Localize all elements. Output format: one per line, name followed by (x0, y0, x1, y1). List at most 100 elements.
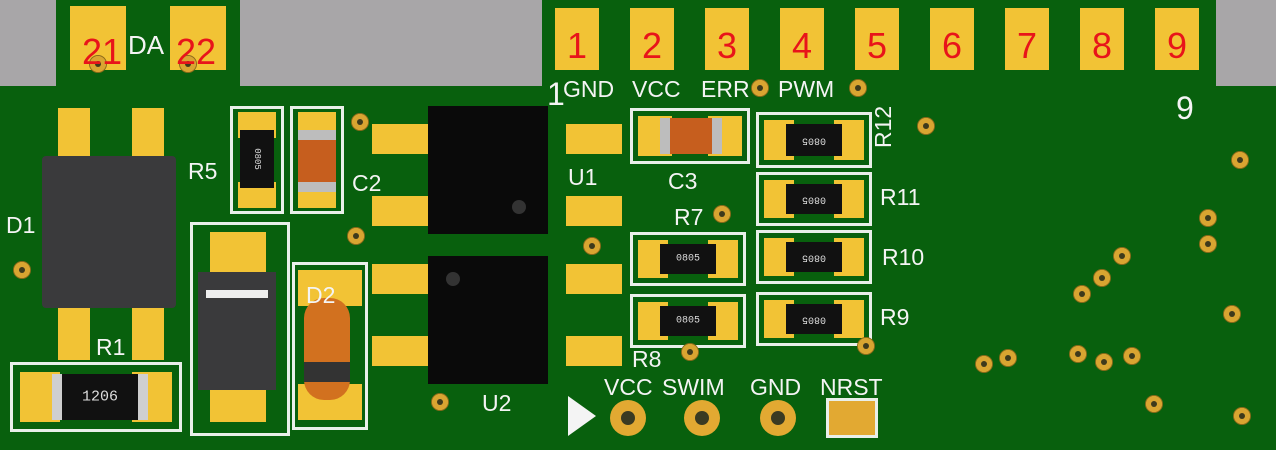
c2-outline (290, 106, 344, 214)
conn-pad-8 (1080, 8, 1124, 70)
r11-marking: 0805 (802, 193, 827, 205)
via-c2 (352, 114, 368, 130)
designator-r9: R9 (880, 304, 910, 330)
da-pad-22 (170, 6, 226, 70)
r11-body: 0805 (786, 184, 842, 214)
r9-body: 0805 (786, 304, 842, 334)
via-5 (1094, 270, 1110, 286)
da-via-22 (180, 56, 196, 72)
d2-cathode-band (304, 362, 350, 382)
r7-marking: 0805 (675, 253, 700, 265)
u2-pad-2 (372, 336, 428, 366)
conn-pad-6 (930, 8, 974, 70)
r7-body: 0805 (660, 244, 716, 274)
da-via-21 (90, 56, 106, 72)
via-3 (1200, 236, 1216, 252)
via-r8 (682, 344, 698, 360)
r12-marking: 0805 (802, 134, 827, 146)
u-left-band (206, 290, 268, 298)
pin-number-3: 3 (716, 25, 738, 66)
via-12 (1124, 348, 1140, 364)
pin-number-5: 5 (866, 25, 888, 66)
swd-label-nrst: NRST (820, 374, 883, 400)
designator-r8: R8 (632, 346, 662, 372)
u2-pin1-dot (446, 272, 460, 286)
conn-pad-5 (855, 8, 899, 70)
r1-marking: 1206 (81, 388, 118, 406)
r9-marking: 0805 (802, 313, 827, 325)
u2-pad-1 (372, 264, 428, 294)
designator-u1: U1 (568, 164, 598, 190)
conn-pad-2 (630, 8, 674, 70)
via-13 (1146, 396, 1162, 412)
via-r12-b (850, 80, 866, 96)
swd-pad-vcc (610, 400, 646, 436)
designator-r11: R11 (880, 184, 921, 210)
via-4 (1114, 248, 1130, 264)
designator-r10: R10 (882, 244, 925, 270)
r8-body: 0805 (660, 306, 716, 336)
d2-body (304, 298, 350, 400)
r5-marking: 0805 (252, 148, 262, 170)
r7-outline (630, 232, 746, 286)
r1-body: 1206 (52, 374, 148, 420)
c3-outline (630, 108, 750, 164)
swd-pad-gnd (760, 400, 796, 436)
d1-pad-bottom-left (58, 300, 90, 360)
pcb-board-right (1210, 86, 1276, 450)
conn-pad-9 (1155, 8, 1199, 70)
r9-outline (756, 292, 872, 346)
designator-u2: U2 (482, 390, 512, 416)
c3-body (660, 118, 722, 154)
via-r9 (858, 338, 874, 354)
designator-r12: R12 (870, 105, 896, 148)
via-c3 (752, 80, 768, 96)
designator-c3: C3 (668, 168, 698, 194)
via-d1 (14, 262, 30, 278)
swd-pad-nrst (826, 398, 878, 438)
d1-body (42, 156, 176, 308)
label-vcc: VCC (632, 76, 681, 102)
pin-number-9: 9 (1166, 25, 1188, 66)
via-7 (1224, 306, 1240, 322)
swd-label-gnd: GND (750, 374, 802, 400)
r8-marking: 0805 (675, 315, 700, 327)
via-9 (1000, 350, 1016, 366)
u-left-pad-top (210, 232, 266, 272)
via-c2-b (348, 228, 364, 244)
pin-number-1: 1 (566, 25, 588, 66)
pin-number-7: 7 (1016, 25, 1038, 66)
pin9-marker: 9 (1176, 90, 1194, 126)
pin1-marker: 1 (547, 76, 565, 112)
d2-outline (292, 262, 368, 430)
via-8 (976, 356, 992, 372)
swd-label-vcc: VCC (604, 374, 653, 400)
designator-r5: R5 (188, 158, 218, 184)
designator-d1: D1 (6, 212, 36, 238)
da-pin-number-22: 22 (175, 31, 217, 72)
via-14 (1234, 408, 1250, 424)
designator-r7: R7 (674, 204, 704, 230)
via-11 (1096, 354, 1112, 370)
u1-pad-1 (372, 124, 428, 154)
conn-pad-1 (555, 8, 599, 70)
label-gnd: GND (563, 76, 615, 102)
u1-pad-3 (566, 124, 622, 154)
da-pin-number-21: 21 (81, 31, 123, 72)
conn-pad-4 (780, 8, 824, 70)
r5-body: 0805 (240, 130, 274, 188)
designator-c2: C2 (352, 170, 382, 196)
pin-number-2: 2 (641, 25, 663, 66)
designator-r1: R1 (96, 334, 126, 360)
r1-outline (10, 362, 182, 432)
u1-pad-2 (372, 196, 428, 226)
label-pwm: PWM (778, 76, 835, 102)
u2-pad-4 (566, 336, 622, 366)
designator-d2: D2 (306, 282, 336, 308)
r10-body: 0805 (786, 242, 842, 272)
r11-outline (756, 172, 872, 226)
r5-outline (230, 106, 284, 214)
r10-outline (756, 230, 872, 284)
via-1 (1232, 152, 1248, 168)
da-label: DA (128, 30, 165, 60)
